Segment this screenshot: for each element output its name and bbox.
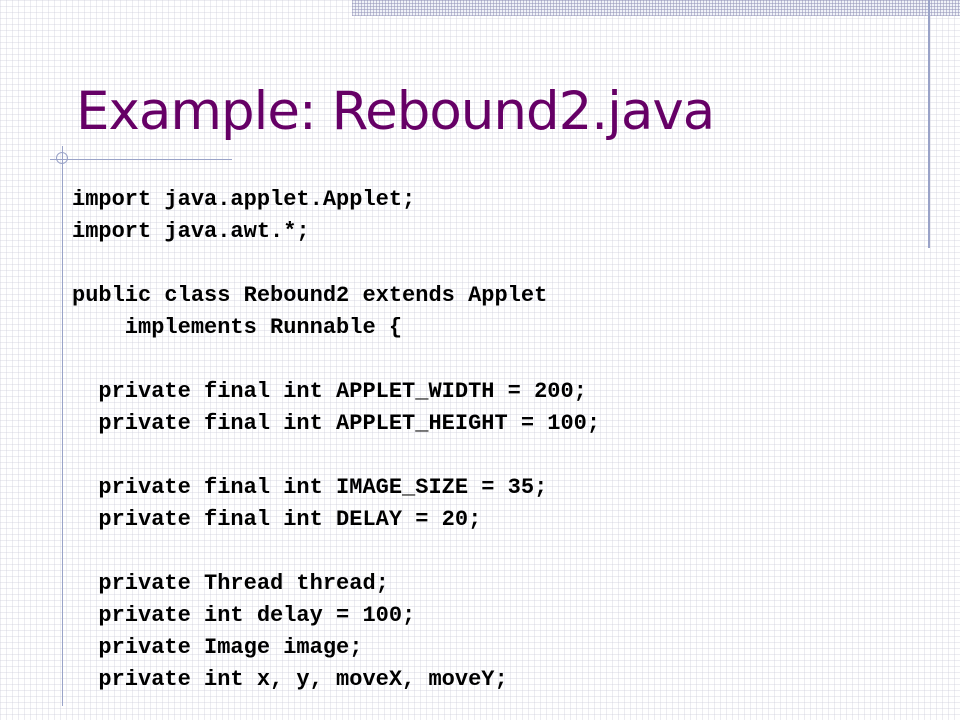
code-line: implements Runnable { <box>72 315 403 340</box>
code-line: private Thread thread; <box>72 571 389 596</box>
decorative-vertical-rule <box>928 0 930 248</box>
code-line: import java.awt.*; <box>72 219 310 244</box>
code-line: private final int APPLET_WIDTH = 200; <box>72 379 587 404</box>
code-line: private final int DELAY = 20; <box>72 507 482 532</box>
code-line: private final int APPLET_HEIGHT = 100; <box>72 411 601 436</box>
code-line: private int delay = 100; <box>72 603 416 628</box>
code-line: import java.applet.Applet; <box>72 187 416 212</box>
decorative-title-vertical-rule <box>62 146 63 706</box>
code-line: private Image image; <box>72 635 363 660</box>
decorative-circle-icon <box>56 152 68 164</box>
code-line <box>72 248 600 280</box>
code-line <box>72 344 600 376</box>
slide-title: Example: Rebound2.java <box>76 81 715 142</box>
decorative-corner-pattern <box>352 0 960 16</box>
code-line: private int x, y, moveX, moveY; <box>72 667 508 692</box>
decorative-title-rule <box>50 159 232 160</box>
code-line <box>72 536 600 568</box>
code-line <box>72 440 600 472</box>
code-line: private final int IMAGE_SIZE = 35; <box>72 475 548 500</box>
code-line: public class Rebound2 extends Applet <box>72 283 548 308</box>
code-block: import java.applet.Applet; import java.a… <box>72 184 600 696</box>
